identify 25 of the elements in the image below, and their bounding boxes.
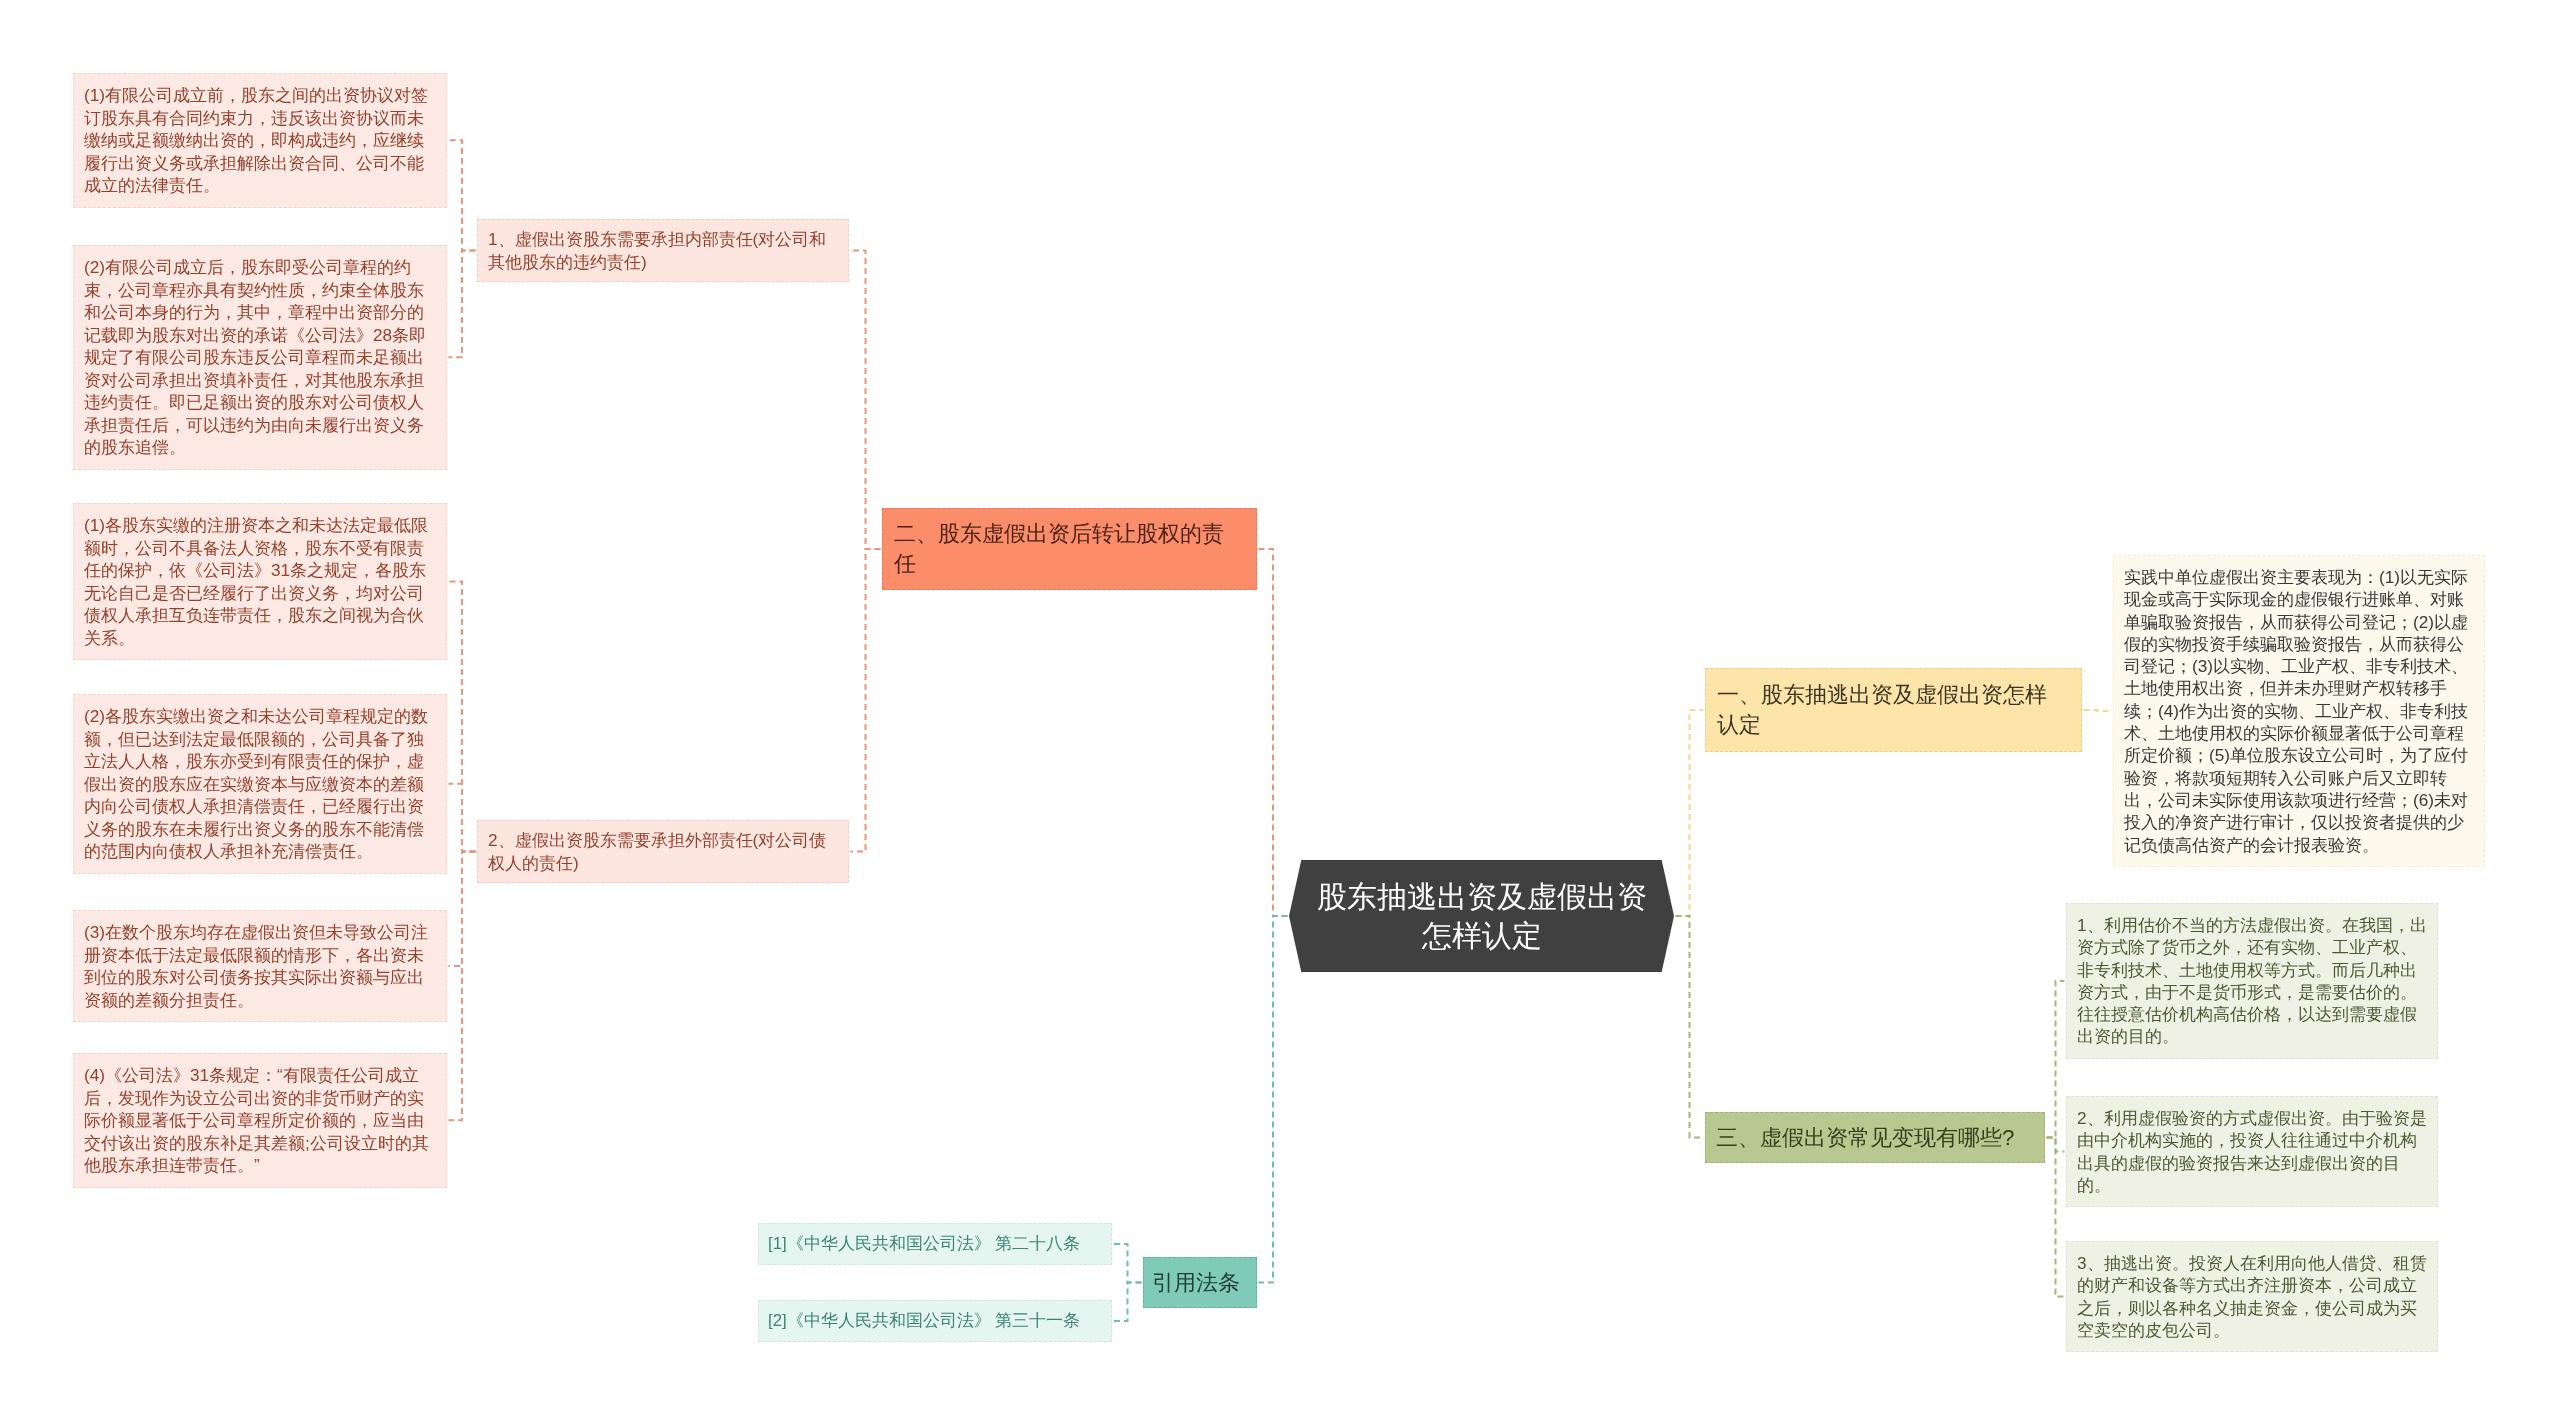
topic-box: 一、股东抽逃出资及虚假出资怎样认定 <box>1705 668 2082 752</box>
topic-box: 三、虚假出资常见变现有哪些? <box>1705 1112 2045 1163</box>
connector-line <box>2045 1136 2066 1298</box>
text-box: (2)有限公司成立后，股东即受公司章程的约束，公司章程亦具有契约性质，约束全体股东和公司本身的行为，其中，章程中出资部分的记载即为股东对出资的承诺《公司法》28条即规定了有限公司股东违反公司章程而未足额出资对公司承担出资填补责任，对其他股东承担违约责任。即已足额出资的股东对公司债权人承担责任后，可以违约为由向未履行出资义务的股东追偿。 <box>73 245 447 470</box>
topic-box: 引用法条 <box>1143 1257 1257 1308</box>
connector-line <box>447 850 477 1122</box>
text-box: (4)《公司法》31条规定：“有限责任公司成立后，发现作为设立公司出资的非货币财产的实际价额显著低于公司章程所定价额的，应当由交付该出资的股东补足其差额;公司设立时的其他股东承担连带责任。” <box>73 1053 447 1188</box>
text-box: (1)各股东实缴的注册资本之和未达法定最低限额时，公司不具备法人资格，股东不受有限责任的保护，依《公司法》31条之规定，各股东无论自己是否已经履行了出资义务，均对公司债权人承担互负连带责任，股东之间视为合伙关系。 <box>73 503 447 660</box>
topic-hexagon: 股东抽逃出资及虚假出资怎样认定 <box>1289 860 1674 972</box>
citation-box: [1]《中华人民共和国公司法》 第二十八条 <box>758 1223 1112 1265</box>
text-box: 2、利用虚假验资的方式虚假出资。由于验资是由中介机构实施的，投资人往往通过中介机构出具的虚假的验资报告来达到虚假出资的目的。 <box>2066 1096 2438 1208</box>
connector-line <box>849 548 882 853</box>
text-box: (3)在数个股东均存在虚假出资但未导致公司注册资本低于法定最低限额的情形下，各出资未到位的股东对公司债务按其实际出资额与应出资额的差额分担责任。 <box>73 910 447 1022</box>
text-box: (1)有限公司成立前，股东之间的出资协议对签订股东具有合同约束力，违反该出资协议而未缴纳或足额缴纳出资的，即构成违约，应继续履行出资义务或承担解除出资合同、公司不能成立的法律责任。 <box>73 73 447 208</box>
text-box: (2)各股东实缴出资之和未达公司章程规定的数额，但已达到法定最低限额的，公司具备了独立法人人格，股东亦受到有限责任的保护，虚假出资的股东应在实缴资本与应缴资本的差额内向公司债权人承担清偿责任，已经履行出资义务的股东在未履行出资义务的股东不能清偿的范围内向债权人承担补充清偿责任。 <box>73 694 447 874</box>
connector-line <box>1257 915 1289 1284</box>
topic-box: 二、股东虚假出资后转让股权的责任 <box>882 508 1257 590</box>
text-box: 1、利用估价不当的方法虚假出资。在我国，出资方式除了货币之外，还有实物、工业产权、非专利技术、土地使用权等方式。而后几种出资方式，由于不是货币形式，是需要估价的。往往授意估价机构高估价格，以达到需要虚假出资的目的。 <box>2066 903 2438 1059</box>
text-box: 实践中单位虚假出资主要表现为：(1)以无实际现金或高于实际现金的虚假银行进账单、对账单骗取验资报告，从而获得公司登记；(2)以虚假的实物投资手续骗取验资报告，从而获得公司登记；(3)以实物、工业产权、非专利技术、土地使用权出资，但并未办理财产权转移手续；(4)作为出资的实物、工业产权、非专利技术、土地使用权的实际价额显著低于公司章程所定价额；(5)单位股东设立公司时，为了应付验资，将款项短期转入公司账户后又立即转出，公司未实际使用该款项进行经营；(6)未对投入的净资产进行审计，仅以投资者提供的少记负债高估资产的会计报表验资。 <box>2113 555 2485 867</box>
text-box: 3、抽逃出资。投资人在利用向他人借贷、租赁的财产和设备等方式出齐注册资本，公司成立之后，则以各种名义抽走资金，使公司成为买空卖空的皮包公司。 <box>2066 1241 2438 1353</box>
connector-line <box>447 249 477 359</box>
text-box: 2、虚假出资股东需要承担外部责任(对公司债权人的责任) <box>477 820 849 883</box>
text-box: 1、虚假出资股东需要承担内部责任(对公司和其他股东的违约责任) <box>477 219 849 282</box>
connector-line <box>1112 1281 1143 1322</box>
citation-box: [2]《中华人民共和国公司法》 第三十一条 <box>758 1300 1112 1342</box>
